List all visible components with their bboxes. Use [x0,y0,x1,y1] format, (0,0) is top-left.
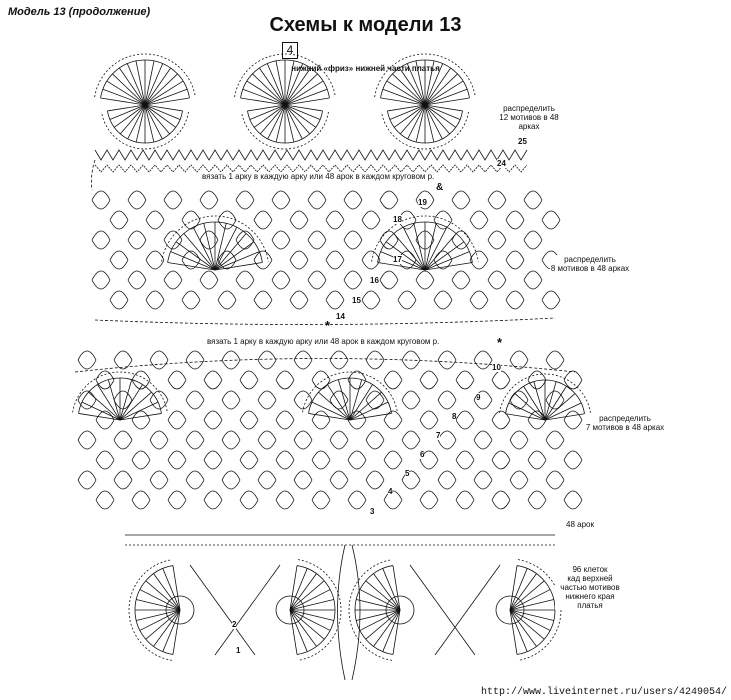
row-number: 3 [370,507,375,516]
row-number: 10 [492,363,501,372]
scheme-number: 4 [282,42,298,59]
row-number: 1 [236,646,241,655]
note-distribute-7: распределить 7 мотивов в 48 арках [585,414,665,432]
row-number: 17 [393,255,402,264]
note-48-arches: 48 арок [562,520,598,529]
source-url: http://www.liveinternet.ru/users/4249054… [480,687,727,698]
note-distribute-12: распределить 12 мотивов в 48 арках [490,104,568,131]
frieze-caption: нижний «фриз» нижней части платья [291,64,440,73]
row-number: 4 [388,487,393,496]
ampersand-marker: & [436,182,444,193]
row-number: 24 [497,159,506,168]
row-number: 5 [405,469,410,478]
row-number: 15 [352,296,361,305]
row-number: 16 [370,276,379,285]
star-marker: * [325,318,331,333]
row-number: 2 [232,620,237,629]
row-number: 9 [476,393,481,402]
row-number: 18 [393,215,402,224]
row-number: 14 [336,312,345,321]
page-title: Схемы к модели 13 [269,14,462,36]
star-marker: * [497,335,503,350]
row-number: 19 [418,198,427,207]
note-distribute-8: распределить 8 мотивов в 48 арках [550,255,630,273]
row-number: 8 [452,412,457,421]
model-label: Модель 13 (продолжение) [8,6,151,18]
row-instruction-lower: вязать 1 арку в каждую арку или 48 арок … [205,337,442,346]
note-96-cells: 96 клеток кад верхней частью мотивов ниж… [555,565,625,610]
row-number: 7 [436,431,441,440]
row-number: 6 [420,450,425,459]
row-number: 25 [518,137,527,146]
row-instruction-upper: вязать 1 арку в каждую арку или 48 арок … [200,172,437,181]
